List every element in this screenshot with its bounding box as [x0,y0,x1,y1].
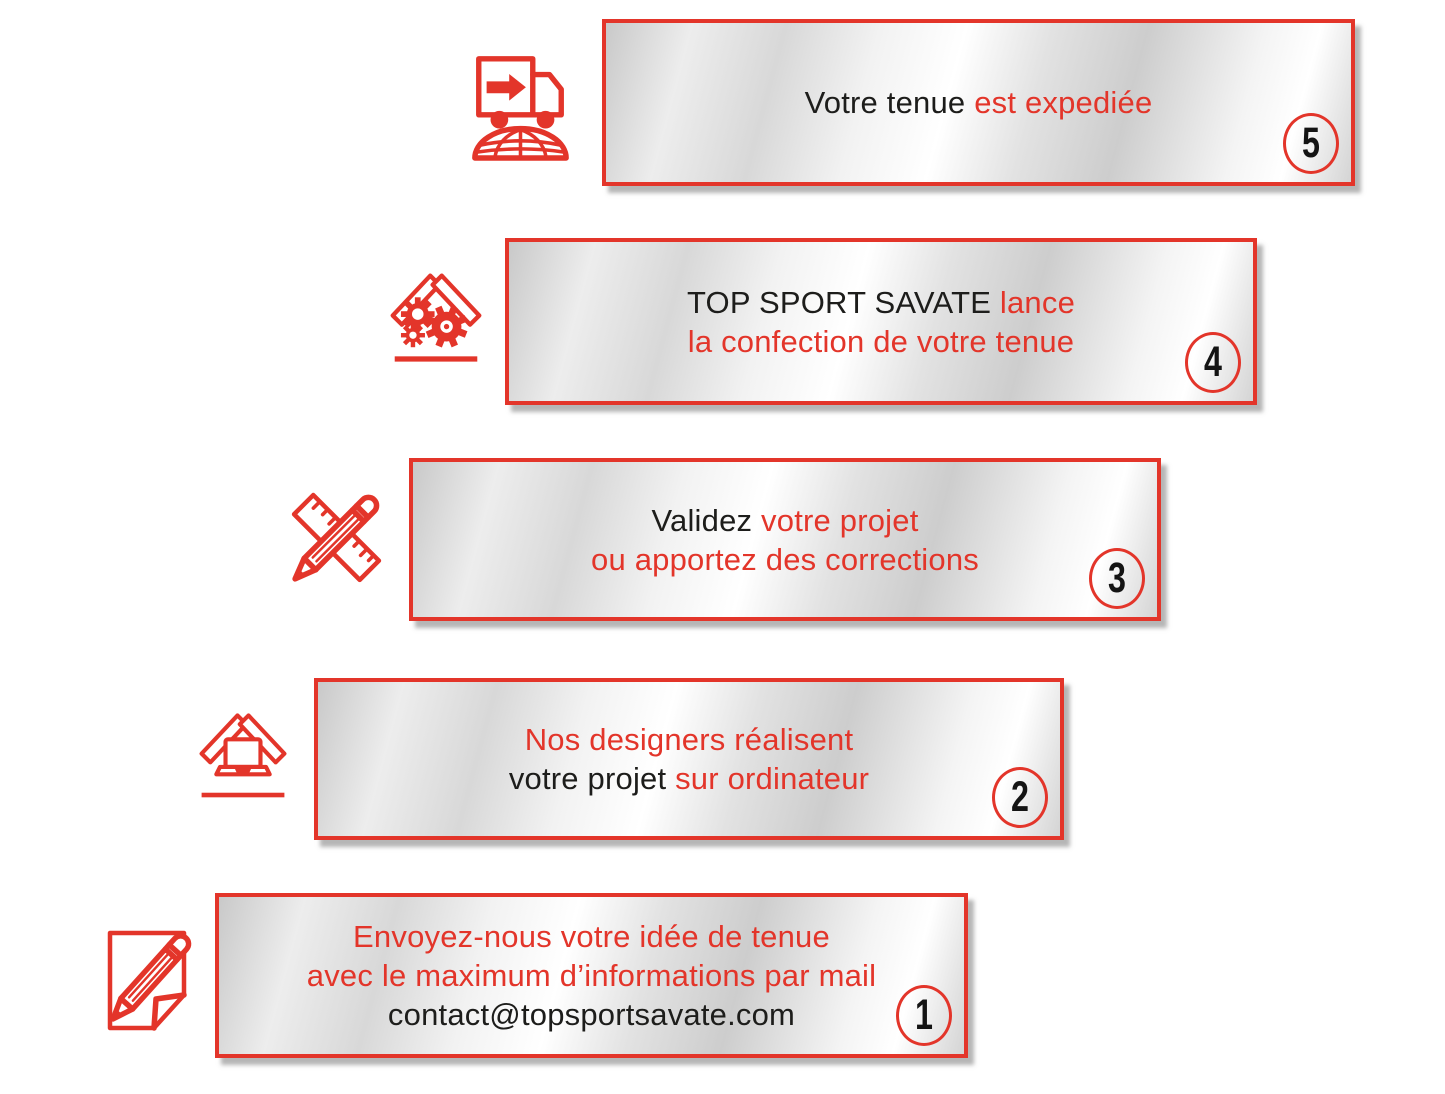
step-5-number: 5 [1302,119,1320,167]
step-1-text-line1: Envoyez-nous votre idée de tenue [353,919,830,954]
step-2-text-black: votre projet [508,761,676,796]
laptop-roof-icon [197,706,289,809]
step-1-number-badge: 1 [896,985,952,1046]
step-4-text-black: TOP SPORT SAVATE [686,284,1000,320]
step-4-text: TOP SPORT SAVATE lance la confection de … [687,283,1075,361]
workshop-roof-gears-icon [388,266,484,372]
step-4-panel: TOP SPORT SAVATE lance la confection de … [505,238,1257,405]
step-3-number-badge: 3 [1089,548,1145,609]
step-2-text-red: sur ordinateur [675,761,870,796]
pencil-ruler-icon [286,487,387,597]
step-5-number-badge: 5 [1283,113,1339,174]
step-1-panel: Envoyez-nous votre idée de tenue avec le… [215,893,968,1058]
step-3-panel: Validez votre projet ou apportez des cor… [409,458,1161,621]
step-1-number: 1 [915,991,933,1039]
step-5-panel: Votre tenue est expediée 5 [602,19,1355,186]
step-1-text-line2: avec le maximum d’informations par mail [306,958,877,993]
step-4-text-red: lance [999,284,1076,320]
step-2-text-line1: Nos designers réalisent [524,722,854,757]
step-1-email: contact@topsportsavate.com [387,997,796,1032]
step-3-text-black: Validez [651,502,762,538]
step-2-panel: Nos designers réalisent votre projet sur… [314,678,1064,840]
step-2-number-badge: 2 [992,767,1048,828]
step-2-text: Nos designers réalisent votre projet sur… [509,720,869,798]
step-5-text: Votre tenue est expediée [805,83,1153,122]
step-5-text-red: est expediée [974,85,1153,120]
step-2-number: 2 [1011,773,1029,821]
step-4-text-line2: la confection de votre tenue [687,323,1075,359]
step-1-text: Envoyez-nous votre idée de tenue avec le… [307,917,876,1034]
step-5-text-black: Votre tenue [804,85,975,120]
step-3-number: 3 [1108,554,1126,602]
step-3-text-red: votre projet [761,502,919,538]
step-4-number: 4 [1204,338,1222,386]
note-pencil-icon [97,921,197,1043]
step-3-text-line2: ou apportez des corrections [591,541,979,577]
step-3-text: Validez votre projet ou apportez des cor… [591,501,979,579]
delivery-truck-globe-icon [466,44,574,169]
step-4-number-badge: 4 [1185,332,1241,393]
